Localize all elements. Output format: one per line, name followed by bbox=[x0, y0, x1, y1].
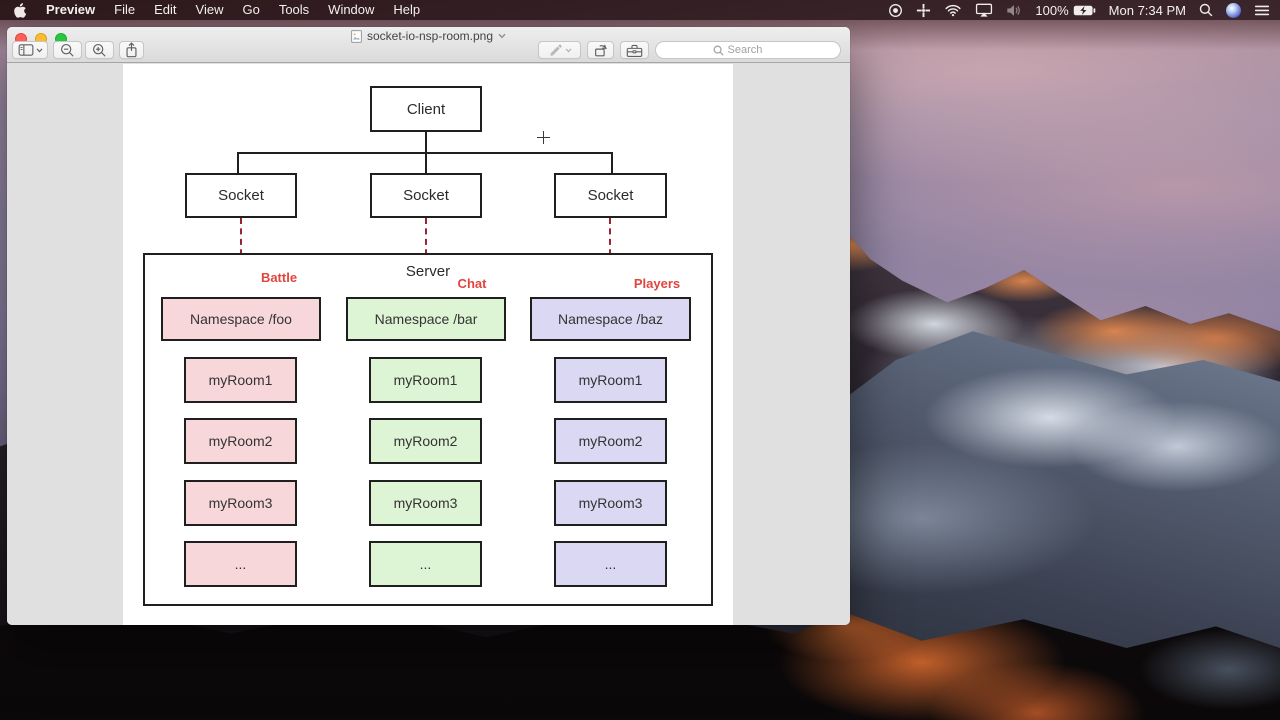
room-box: myRoom3 bbox=[554, 480, 667, 526]
share-button[interactable] bbox=[119, 41, 144, 59]
chevron-down-icon bbox=[36, 47, 42, 53]
menu-file[interactable]: File bbox=[114, 2, 136, 17]
markup-pen-icon bbox=[549, 44, 562, 56]
window-content: Client Socket Socket Socket Server bbox=[7, 64, 850, 625]
zoom-out-button[interactable] bbox=[53, 41, 82, 59]
connector-line bbox=[237, 152, 239, 173]
menu-bar-clock[interactable]: Mon 7:34 PM bbox=[1108, 2, 1186, 18]
preview-window: socket-io-nsp-room.png bbox=[7, 27, 850, 625]
connector-line bbox=[611, 152, 613, 173]
socket-box: Socket bbox=[370, 173, 482, 218]
volume-icon[interactable] bbox=[1006, 4, 1022, 17]
window-title-group[interactable]: socket-io-nsp-room.png bbox=[7, 29, 850, 43]
room-box: myRoom2 bbox=[554, 418, 667, 464]
connection-label-chat: Chat bbox=[457, 276, 487, 291]
markup-toolbox-button[interactable] bbox=[620, 41, 649, 59]
menu-help[interactable]: Help bbox=[393, 2, 421, 17]
search-icon bbox=[713, 45, 723, 55]
notification-center-icon[interactable] bbox=[1254, 4, 1270, 17]
sidebar-icon bbox=[18, 44, 33, 56]
sidebar-toggle-button[interactable] bbox=[12, 41, 48, 59]
toolbox-icon bbox=[626, 44, 643, 57]
rotate-button[interactable] bbox=[587, 41, 614, 59]
search-input[interactable] bbox=[727, 44, 784, 56]
menu-edit[interactable]: Edit bbox=[154, 2, 177, 17]
room-box: ... bbox=[554, 541, 667, 587]
room-box: ... bbox=[184, 541, 297, 587]
connection-label-players: Players bbox=[633, 276, 681, 291]
socket-box: Socket bbox=[554, 173, 667, 218]
namespace-box-baz: Namespace /baz bbox=[530, 297, 691, 341]
siri-icon[interactable] bbox=[1226, 2, 1241, 18]
window-title: socket-io-nsp-room.png bbox=[366, 29, 494, 43]
menu-bar: Preview File Edit View Go Tools Window H… bbox=[0, 0, 1280, 20]
connector-line bbox=[425, 152, 427, 173]
room-box: myRoom1 bbox=[184, 357, 297, 403]
server-label: Server bbox=[405, 263, 451, 280]
room-box: myRoom3 bbox=[184, 480, 297, 526]
window-titlebar[interactable]: socket-io-nsp-room.png bbox=[7, 27, 850, 63]
spotlight-icon[interactable] bbox=[1199, 3, 1213, 17]
connector-line bbox=[425, 132, 427, 153]
document-icon bbox=[351, 29, 362, 43]
rotate-left-icon bbox=[594, 44, 607, 57]
apple-icon bbox=[14, 2, 27, 18]
namespace-box-bar: Namespace /bar bbox=[346, 297, 506, 341]
room-box: myRoom2 bbox=[184, 418, 297, 464]
menu-view[interactable]: View bbox=[195, 2, 224, 17]
app-menu-preview[interactable]: Preview bbox=[46, 2, 96, 17]
client-box: Client bbox=[370, 86, 482, 132]
screen-record-icon[interactable] bbox=[888, 3, 903, 18]
battery-percent-label: 100% bbox=[1035, 2, 1069, 18]
room-box: myRoom1 bbox=[369, 357, 482, 403]
menu-tools[interactable]: Tools bbox=[278, 2, 310, 17]
markup-pen-button[interactable] bbox=[538, 41, 581, 59]
crosshair-icon[interactable] bbox=[916, 3, 931, 18]
zoom-in-icon bbox=[93, 43, 106, 57]
zoom-out-icon bbox=[61, 43, 74, 57]
menu-window[interactable]: Window bbox=[328, 2, 375, 17]
document-page: Client Socket Socket Socket Server bbox=[123, 64, 733, 625]
room-box: myRoom3 bbox=[369, 480, 482, 526]
socket-box: Socket bbox=[185, 173, 297, 218]
menu-go[interactable]: Go bbox=[242, 2, 260, 17]
battery-icon bbox=[1073, 5, 1095, 15]
airplay-icon[interactable] bbox=[975, 3, 993, 17]
apple-menu[interactable] bbox=[14, 2, 27, 18]
battery-status[interactable]: 100% bbox=[1035, 3, 1095, 18]
room-box: myRoom2 bbox=[369, 418, 482, 464]
crosshair-cursor bbox=[537, 131, 550, 144]
wifi-icon[interactable] bbox=[944, 3, 962, 17]
connection-label-battle: Battle bbox=[260, 270, 298, 285]
title-chevron-icon bbox=[498, 33, 506, 39]
room-box: myRoom1 bbox=[554, 357, 667, 403]
share-icon bbox=[126, 42, 137, 58]
room-box: ... bbox=[369, 541, 482, 587]
chevron-down-icon bbox=[565, 47, 571, 53]
namespace-box-foo: Namespace /foo bbox=[161, 297, 321, 341]
zoom-in-button[interactable] bbox=[85, 41, 114, 59]
toolbar-search-field[interactable] bbox=[655, 41, 841, 59]
